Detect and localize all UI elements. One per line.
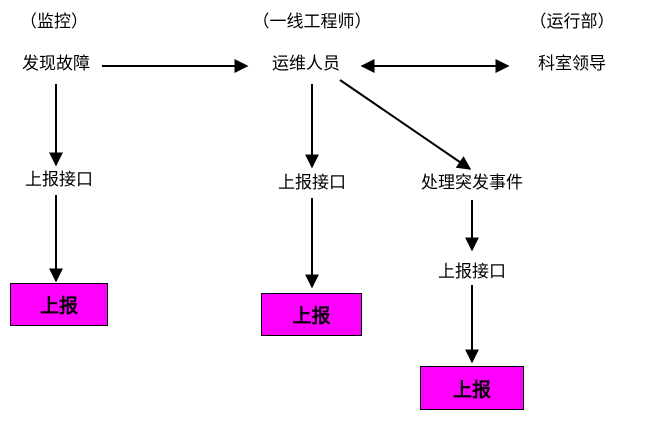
- header-ops-dept: （运行部）: [529, 12, 615, 32]
- arrow-ops-staff-to-incident: [339, 79, 472, 170]
- node-report-interface-1: 上报接口: [25, 170, 93, 190]
- report-box-2: 上报: [261, 293, 362, 336]
- report-box-3-label: 上报: [452, 378, 491, 401]
- node-dept-leader: 科室领导: [538, 54, 606, 74]
- node-report-interface-3: 上报接口: [438, 262, 506, 282]
- header-monitor: （监控）: [20, 12, 88, 32]
- report-box-1-label: 上报: [39, 295, 78, 317]
- node-find-fault: 发现故障: [22, 54, 90, 74]
- report-box-2-label: 上报: [292, 305, 331, 327]
- report-box-3: 上报: [420, 366, 524, 410]
- node-report-interface-2: 上报接口: [278, 173, 346, 193]
- node-ops-staff: 运维人员: [272, 54, 340, 74]
- report-box-1: 上报: [10, 283, 108, 326]
- header-first-line-engineer: （一线工程师）: [252, 12, 372, 32]
- node-handle-incident: 处理突发事件: [421, 173, 523, 193]
